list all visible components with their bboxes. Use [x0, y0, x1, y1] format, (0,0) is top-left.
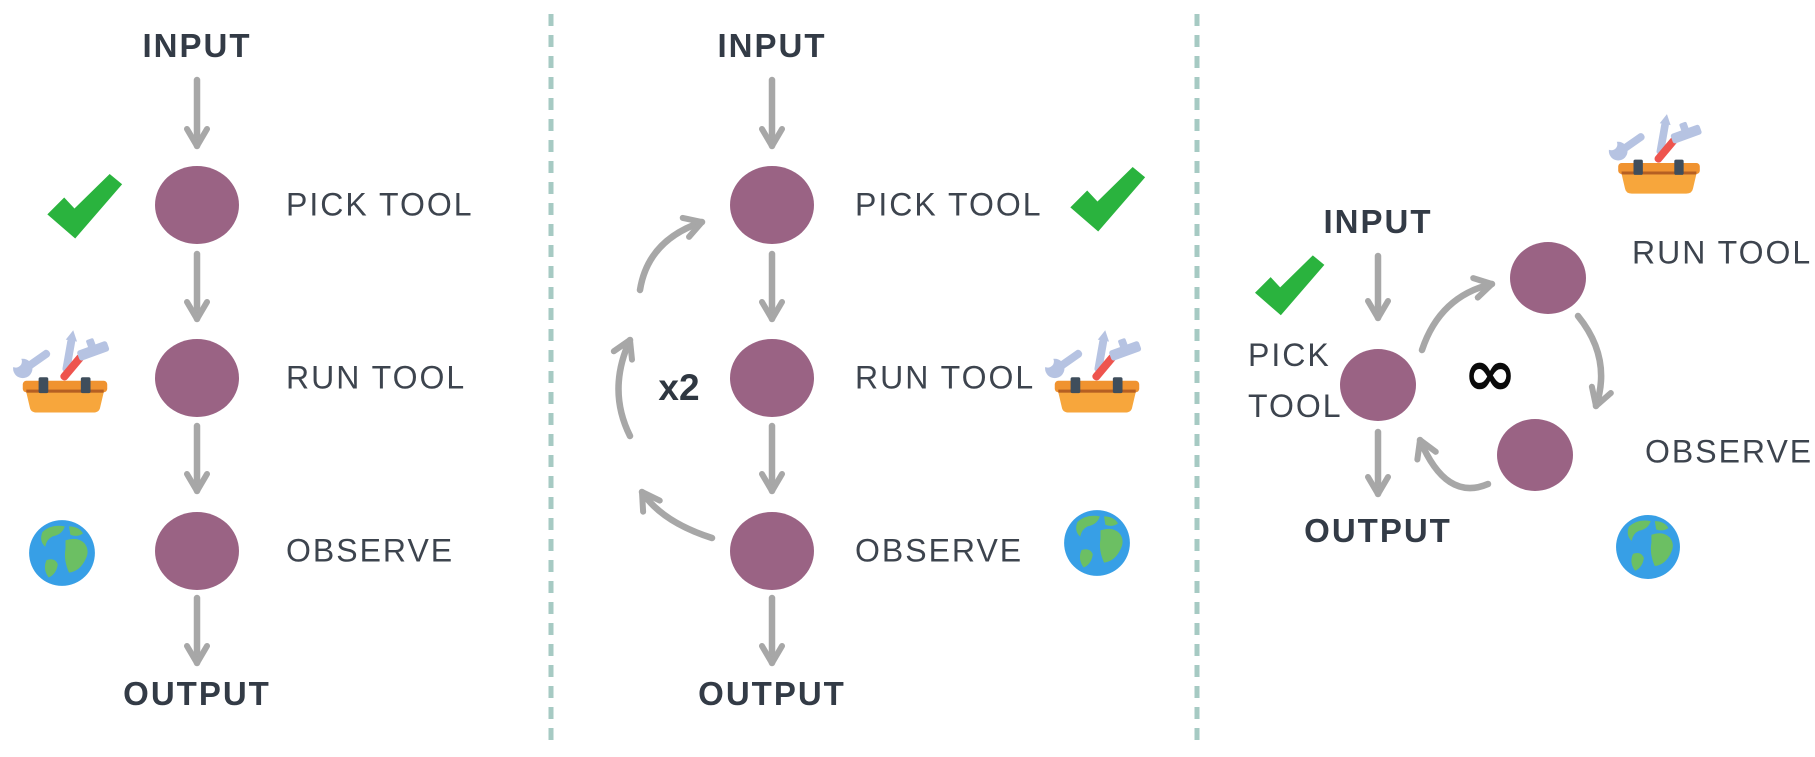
- toolbox-body: [1618, 159, 1700, 194]
- arc-run-to-observe: [1574, 312, 1614, 410]
- arc-observe-to-pick: [1414, 436, 1492, 492]
- globe-icon: [29, 520, 95, 586]
- infinity-symbol: ∞: [1463, 337, 1517, 411]
- node-label-run-tool: RUN TOOL: [1632, 234, 1813, 271]
- node-label-observe: OBSERVE: [855, 532, 1024, 569]
- toolbox-tools: [1044, 330, 1142, 381]
- globe-land: [41, 525, 88, 578]
- loop-count-label: x2: [658, 367, 700, 408]
- globe-land: [1076, 515, 1123, 568]
- node-circle-pick-tool: [1340, 349, 1416, 421]
- globe-icon: [1064, 510, 1130, 576]
- toolbox-icon: [12, 330, 110, 413]
- node-circle-observe: [155, 512, 239, 590]
- check-mark-icon: [1070, 167, 1146, 232]
- node-label-pick-tool: PICK TOOL: [1248, 336, 1343, 424]
- node-label-observe: OBSERVE: [1645, 433, 1814, 470]
- node-circle-observe: [1497, 419, 1573, 491]
- node-circles: [155, 166, 1586, 590]
- check-mark-shape: [47, 174, 123, 239]
- globe-land: [1627, 520, 1673, 571]
- node-label-run-tool: RUN TOOL: [286, 359, 467, 396]
- loop-arc-bottom: [638, 488, 716, 542]
- check-mark-icon: [1255, 255, 1325, 316]
- input-label: INPUT: [1323, 203, 1433, 240]
- check-mark-shape: [1255, 255, 1325, 316]
- input-label: INPUT: [142, 27, 252, 64]
- node-label-pick-tool: PICK TOOL: [855, 186, 1043, 223]
- node-circle-run-tool: [730, 339, 814, 417]
- node-circle-run-tool: [155, 339, 239, 417]
- node-circle-pick-tool: [155, 166, 239, 244]
- output-label: OUTPUT: [1304, 512, 1452, 549]
- output-label: OUTPUT: [123, 675, 271, 712]
- loop-arc-top: [636, 214, 706, 294]
- check-mark-icon: [47, 174, 123, 239]
- panel3-arrows: [1365, 252, 1614, 498]
- toolbox-tools: [1608, 114, 1702, 163]
- node-circle-pick-tool: [730, 166, 814, 244]
- node-label-run-tool: RUN TOOL: [855, 359, 1036, 396]
- node-circle-run-tool: [1510, 242, 1586, 314]
- toolbox-body: [22, 377, 108, 413]
- arc-pick-to-run: [1418, 275, 1496, 354]
- toolbox-icon: [1044, 330, 1142, 413]
- input-label: INPUT: [717, 27, 827, 64]
- output-label: OUTPUT: [698, 675, 846, 712]
- globe-icon: [1616, 515, 1680, 579]
- panel2-arrows: [610, 76, 785, 667]
- toolbox-body: [1054, 377, 1140, 413]
- toolbox-tools: [12, 330, 110, 381]
- check-mark-shape: [1070, 167, 1146, 232]
- node-label-observe: OBSERVE: [286, 532, 455, 569]
- node-label-pick-tool: PICK TOOL: [286, 186, 474, 223]
- node-circle-observe: [730, 512, 814, 590]
- loop-arc-middle: [610, 336, 635, 440]
- toolbox-icon: [1608, 114, 1702, 194]
